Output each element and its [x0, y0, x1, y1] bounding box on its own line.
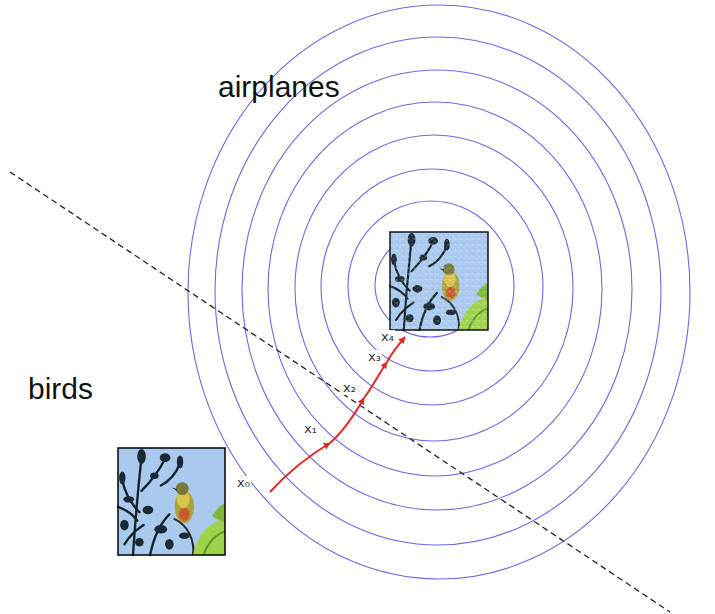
- bird-image: [118, 448, 225, 555]
- adversarial-image: [390, 232, 488, 330]
- decision-boundary: [10, 172, 670, 612]
- class-label: birds: [28, 372, 93, 405]
- step-label: x₂: [342, 381, 357, 395]
- step-label: x₀: [236, 476, 251, 490]
- loss-contours: [188, 5, 690, 579]
- class-label: airplanes: [218, 70, 340, 103]
- gradient-steps: [270, 337, 405, 492]
- step-label: x₄: [380, 330, 395, 344]
- step-label: x₃: [367, 350, 382, 364]
- step-label: x₁: [303, 422, 318, 436]
